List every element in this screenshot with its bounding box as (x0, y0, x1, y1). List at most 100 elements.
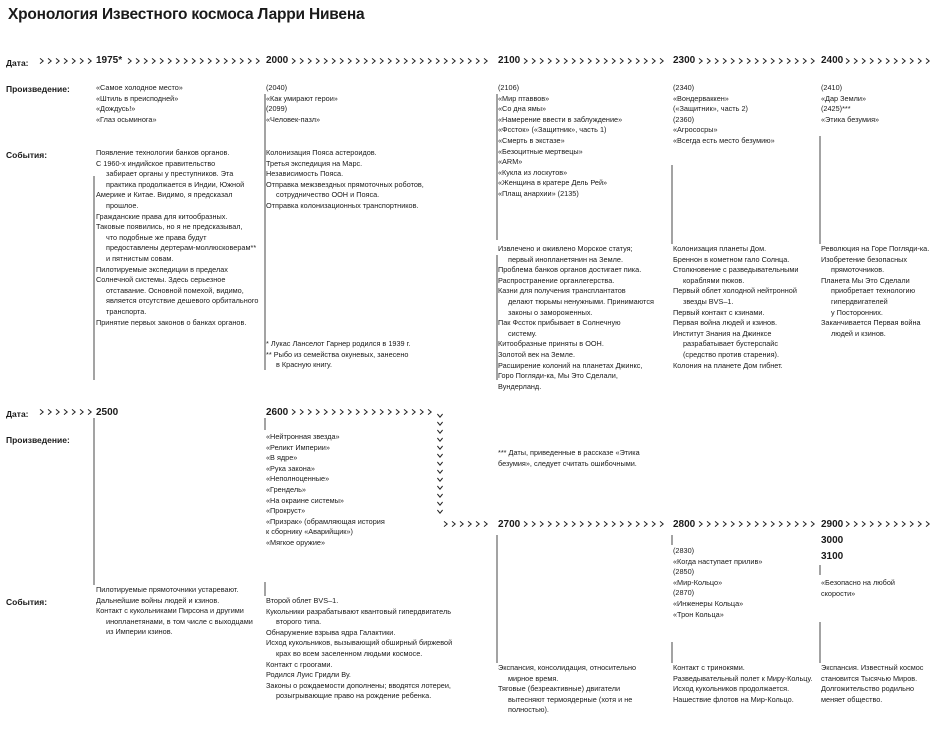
chevron-mark (47, 58, 52, 64)
chevron-mark (307, 409, 312, 415)
chevron-mark (437, 501, 443, 506)
line-item: транспорта. (106, 306, 147, 316)
chevron-mark (754, 58, 759, 64)
line-item: Первый облет холодной нейтронной (673, 286, 797, 296)
chevron-mark (71, 409, 76, 415)
chevron-mark (555, 521, 560, 527)
line-item: звезды BVS–1. (683, 296, 734, 306)
line-item: Америке и Китае. Видимо, я предсказал (96, 190, 233, 200)
chevron-mark (371, 409, 376, 415)
chevron-mark (379, 58, 384, 64)
line-item: Родился Луис Гридли Ву. (266, 670, 351, 680)
chevron-mark (853, 521, 858, 527)
line-item: Распространение органлегерства. (498, 275, 615, 285)
line-item: что подобные же права будут (106, 232, 207, 242)
line-item: Законы о рождаемости дополнены; вводятся… (266, 680, 451, 690)
chevron-mark (437, 453, 443, 458)
line-item: «Намерение ввести в заблуждение» (498, 114, 623, 124)
chevron-mark (659, 521, 664, 527)
chevron-mark (459, 521, 464, 527)
chevron-mark (467, 521, 472, 527)
timeline-row1-arrows (39, 58, 930, 64)
chevron-mark (746, 58, 751, 64)
chevron-mark (87, 58, 92, 64)
line-item: Золотой век на Земле. (498, 349, 575, 359)
line-item: «Мягкое оружие» (266, 537, 326, 547)
chevron-mark (917, 58, 922, 64)
chevron-mark (523, 58, 528, 64)
chevron-mark (611, 58, 616, 64)
chevron-mark (87, 409, 92, 415)
chevron-mark (363, 409, 368, 415)
chevron-mark (651, 521, 656, 527)
line-item: (2410) (821, 83, 843, 92)
line-item: разрабатывает бустерспайс (683, 339, 779, 349)
chevron-mark (483, 58, 488, 64)
chevron-mark (339, 409, 344, 415)
line-item: «Призрак» (обрамляющая история (266, 516, 385, 526)
chevron-mark (437, 429, 443, 434)
chevron-mark (55, 58, 60, 64)
line-item: «Мир-Кольцо» (673, 577, 723, 587)
line-item: Колонизация планеты Дом. (673, 244, 767, 253)
chevron-mark (571, 521, 576, 527)
line-item: «Глаз осьминога» (96, 114, 157, 124)
chevron-mark (770, 58, 775, 64)
line-item: Институт Знания на Джинксе (673, 328, 772, 338)
line-item: (2830) (673, 546, 695, 555)
line-item: «Вондерваккен» (673, 93, 729, 103)
chevron-mark (595, 521, 600, 527)
chevron-mark (427, 409, 432, 415)
line-item: «Рука закона» (266, 463, 315, 473)
chevron-mark (853, 58, 858, 64)
line-item: кораблями пюков. (683, 275, 745, 285)
chevron-mark (451, 521, 456, 527)
line-item: Вундерланд. (498, 381, 542, 391)
chevron-mark (770, 521, 775, 527)
chevron-mark (315, 409, 320, 415)
chevron-mark (183, 58, 188, 64)
chevron-mark (579, 58, 584, 64)
chevron-mark (207, 58, 212, 64)
line-item: меняет общество. (821, 694, 883, 704)
line-item: (2360) (673, 114, 695, 124)
chevron-mark (714, 521, 719, 527)
chevron-mark (387, 58, 392, 64)
chevron-mark (627, 521, 632, 527)
line-item: (2850) (673, 567, 695, 577)
works-label-2: Произведение: (6, 435, 70, 445)
line-item: «Агрососры» (673, 125, 718, 135)
line-item: (2099) (266, 104, 288, 114)
events-2800: Контакт с тринокями.Разведывательный пол… (673, 663, 812, 705)
chevron-mark (810, 58, 815, 64)
chevron-mark (730, 521, 735, 527)
chevron-mark (437, 437, 443, 442)
chevron-mark (451, 58, 456, 64)
line-item: «Этика безумия» (821, 114, 880, 124)
chevron-mark (611, 521, 616, 527)
chevron-mark (483, 521, 488, 527)
line-item: Независимость Пояса. (266, 169, 344, 179)
line-item: Контакт с гроогами. (266, 659, 333, 669)
chevron-mark (459, 58, 464, 64)
chevron-mark (437, 485, 443, 490)
line-item: второго типа. (276, 617, 322, 627)
chevron-mark (603, 58, 608, 64)
line-item: законы о замороженных. (508, 307, 593, 317)
line-item: «Реликт Империи» (266, 442, 330, 452)
year-2700: 2700 (496, 519, 523, 530)
line-item: Экспансия, консолидация, относительно (498, 663, 637, 672)
chevron-mark (215, 58, 220, 64)
line-item: С 1960-х индийское правительство (96, 158, 216, 168)
works-2800: (2830)«Когда наступает прилив»(2850)«Мир… (673, 546, 762, 620)
chevron-mark (547, 58, 552, 64)
chevron-mark (925, 521, 930, 527)
chevron-mark (411, 409, 416, 415)
year-2100: 2100 (496, 55, 523, 66)
chevron-mark (730, 58, 735, 64)
line-item: «Как умирают герои» (266, 93, 338, 103)
works-2300: (2340)«Вондерваккен»(«Защитник», часть 2… (673, 83, 775, 147)
